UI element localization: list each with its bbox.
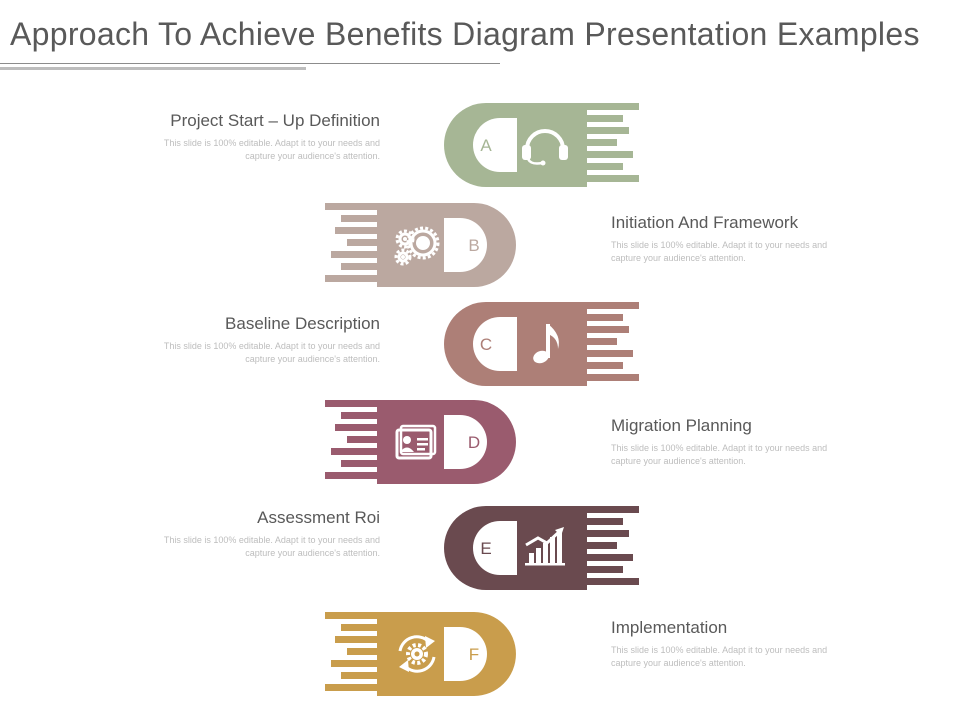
- step-f-letter: F: [469, 645, 479, 664]
- step-e-heading: Assessment Roi: [257, 508, 380, 527]
- step-d-letter: D: [468, 433, 480, 452]
- gear-cycle-icon: [398, 635, 436, 673]
- step-a-description: This slide is 100% editable. Adapt it to…: [163, 138, 380, 161]
- step-a-pill: A: [444, 103, 639, 187]
- step-a-letter: A: [480, 136, 492, 155]
- step-b-text: Initiation And Framework This slide is 1…: [611, 213, 851, 265]
- step-b-description: This slide is 100% editable. Adapt it to…: [611, 240, 828, 263]
- step-d-heading: Migration Planning: [611, 416, 752, 435]
- headset-icon: [522, 129, 568, 166]
- step-e-description: This slide is 100% editable. Adapt it to…: [163, 535, 380, 558]
- step-f-text: Implementation This slide is 100% editab…: [611, 618, 851, 670]
- title-underline-accent: [0, 67, 306, 70]
- bar-chart-icon: [525, 527, 565, 566]
- step-b-heading: Initiation And Framework: [611, 213, 799, 232]
- step-c-pill: C: [444, 302, 639, 386]
- step-b-letter: B: [468, 236, 479, 255]
- step-f-heading: Implementation: [611, 618, 728, 637]
- step-c-heading: Baseline Description: [225, 314, 380, 333]
- title-underline: [0, 63, 500, 64]
- slide-title: Approach To Achieve Benefits Diagram Pre…: [10, 16, 920, 52]
- step-d-text: Migration Planning This slide is 100% ed…: [611, 416, 851, 468]
- step-c-letter: C: [480, 335, 492, 354]
- step-e-pill: E: [444, 506, 639, 590]
- step-c-description: This slide is 100% editable. Adapt it to…: [163, 341, 380, 364]
- gears-icon: [394, 226, 440, 266]
- step-a-text: Project Start – Up Definition This slide…: [140, 111, 380, 163]
- step-e-letter: E: [480, 539, 491, 558]
- step-f-pill: F: [325, 612, 516, 696]
- step-d-description: This slide is 100% editable. Adapt it to…: [611, 443, 828, 466]
- step-d-pill: D: [325, 400, 516, 484]
- id-card-icon: [395, 424, 437, 460]
- music-note-icon: [533, 324, 559, 364]
- step-a-heading: Project Start – Up Definition: [170, 111, 380, 130]
- step-b-pill: B: [325, 203, 516, 287]
- step-c-text: Baseline Description This slide is 100% …: [140, 314, 380, 366]
- step-f-description: This slide is 100% editable. Adapt it to…: [611, 645, 828, 668]
- step-e-text: Assessment Roi This slide is 100% editab…: [140, 508, 380, 560]
